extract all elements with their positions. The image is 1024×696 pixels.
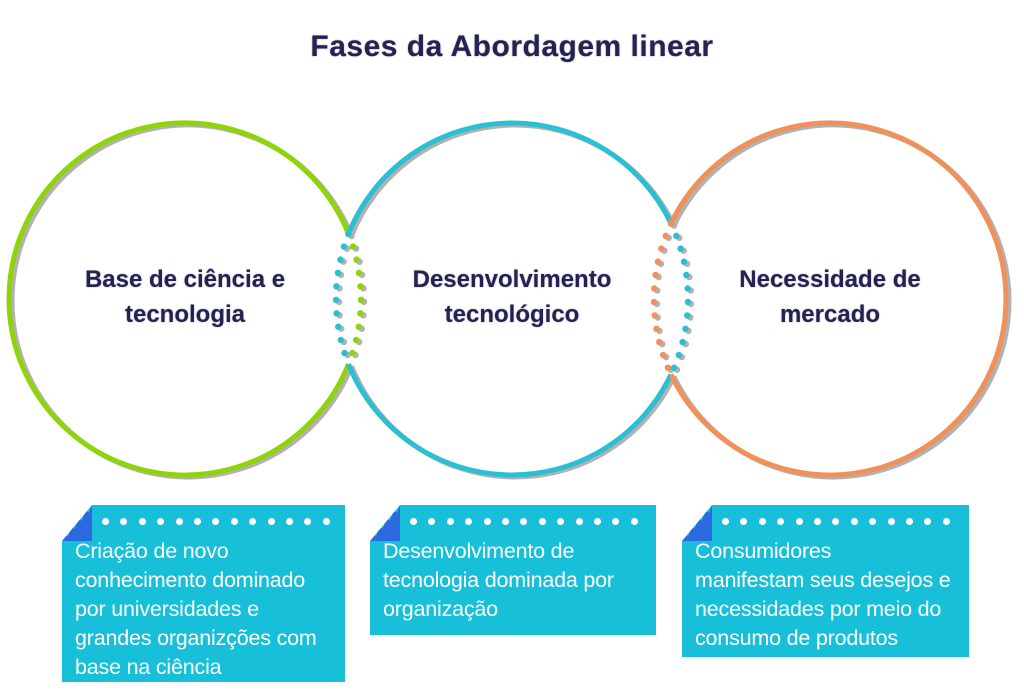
dot	[594, 517, 602, 525]
dot	[446, 517, 454, 525]
dot	[850, 517, 858, 525]
dot	[869, 517, 877, 525]
dot	[575, 517, 583, 525]
dot	[483, 517, 491, 525]
circle-science-arc	[6, 120, 351, 478]
dot	[520, 517, 528, 525]
note-text-market-need: Consumidores manifestam seus desejos e n…	[695, 539, 951, 650]
dot	[465, 517, 473, 525]
dot	[304, 517, 312, 525]
dot	[267, 517, 275, 525]
dot	[814, 517, 822, 525]
circle-label-market-need: Necessidade de mercado	[739, 266, 921, 328]
dot	[322, 517, 330, 525]
dot	[887, 517, 895, 525]
dots-row	[102, 517, 330, 525]
dot	[230, 517, 238, 525]
dot	[249, 517, 257, 525]
dots-row	[410, 517, 638, 525]
dot	[557, 517, 565, 525]
note-text-science-base: Criação de novo conhecimento dominado po…	[75, 539, 317, 679]
dot	[157, 517, 165, 525]
circle-tech-left-dotted-arc	[332, 230, 352, 368]
dot	[630, 517, 638, 525]
dot	[906, 517, 914, 525]
circle-tech-right-dotted-arc	[667, 220, 692, 378]
circle-tech-bottom-arc	[346, 363, 674, 478]
circle-label-tech-development: Desenvolvimento tecnológico	[412, 266, 612, 328]
dots-row	[722, 517, 950, 525]
note-card-science-base: Criação de novo conhecimento dominado po…	[62, 505, 345, 682]
dot	[410, 517, 417, 525]
dot	[120, 517, 128, 525]
dot	[795, 517, 803, 525]
circle-label-science-base: Base de ciência e tecnologia	[84, 266, 286, 328]
dot	[138, 517, 146, 525]
dot	[194, 517, 202, 525]
diagram-title: Fases da Abordagem linear	[310, 30, 714, 63]
circle-science-overlap-dotted-arc	[345, 230, 365, 368]
dot	[502, 517, 510, 525]
note-card-tech-development: Desenvolvimento de tecnologia dominada p…	[370, 505, 656, 635]
dot	[758, 517, 766, 525]
circle-market-dotted-arc	[650, 220, 675, 378]
dot	[286, 517, 294, 525]
dot	[740, 517, 748, 525]
dot	[212, 517, 220, 525]
dot	[102, 517, 109, 525]
circle-market-arc	[668, 120, 1009, 478]
dot	[942, 517, 950, 525]
dot	[722, 517, 729, 525]
dot	[612, 517, 620, 525]
note-text-tech-development: Desenvolvimento de tecnologia dominada p…	[383, 539, 614, 621]
dot	[428, 517, 436, 525]
circle-tech-top-arc	[346, 120, 674, 235]
dot	[175, 517, 183, 525]
note-card-market-need: Consumidores manifestam seus desejos e n…	[682, 505, 969, 657]
dot	[777, 517, 785, 525]
dot	[538, 517, 546, 525]
dot	[832, 517, 840, 525]
dot	[924, 517, 932, 525]
